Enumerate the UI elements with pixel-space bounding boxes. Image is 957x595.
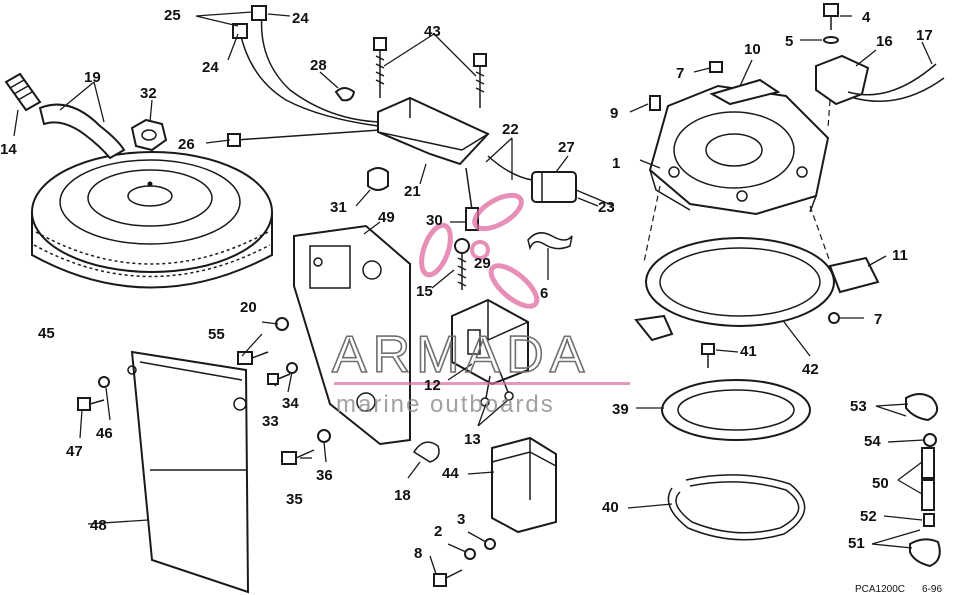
watermark-rule	[334, 382, 630, 385]
callout-label: 51	[848, 535, 865, 552]
callout-label: 43	[424, 23, 441, 40]
callout-label: 15	[416, 283, 433, 300]
callout-label: 30	[426, 212, 443, 229]
figure-date: 6-96	[922, 584, 942, 595]
callout-label: 55	[208, 326, 225, 343]
watermark: ARMADA marine outboards	[331, 192, 630, 418]
callout-label: 46	[96, 425, 113, 442]
callout-label: 32	[140, 85, 157, 102]
coil-mounting-plate	[293, 224, 411, 446]
callout-label: 34	[282, 395, 299, 412]
mounting-screws	[77, 351, 315, 465]
callout-label: 11	[892, 247, 908, 264]
leader-lines	[13, 11, 933, 575]
wire-clip	[334, 87, 356, 102]
spark-plug-connector	[4, 72, 42, 112]
callout-label: 4	[862, 9, 871, 26]
flywheel	[31, 151, 273, 289]
alignment-line	[643, 185, 661, 263]
callout-label: 16	[876, 33, 893, 50]
callout-label: 33	[262, 413, 279, 430]
callout-label: 48	[90, 517, 107, 534]
callout-label: 27	[558, 139, 575, 156]
retaining-ring	[667, 474, 806, 541]
watermark-tagline: marine outboards	[336, 391, 555, 418]
timer-sensor	[815, 54, 945, 106]
callout-label: 41	[740, 343, 757, 360]
rectifier-screw	[433, 538, 496, 587]
callout-label: 21	[404, 183, 421, 200]
callout-label: 19	[84, 69, 101, 86]
callout-label: 45	[38, 325, 55, 342]
callout-label: 2	[434, 523, 442, 540]
callout-label: 9	[610, 105, 618, 122]
callout-label: 5	[785, 33, 793, 50]
bearing-plate	[661, 379, 811, 441]
callout-label: 39	[612, 401, 629, 418]
callout-label: 24	[202, 59, 219, 76]
power-pack-screws	[373, 37, 487, 108]
callout-label: 25	[164, 7, 181, 24]
callout-label: 8	[414, 545, 422, 562]
callout-label: 40	[602, 499, 619, 516]
harness-connector	[487, 155, 577, 203]
callout-label: 13	[464, 431, 481, 448]
watermark-brand: ARMADA	[332, 326, 590, 384]
callout-label: 3	[457, 511, 465, 528]
callout-label: 10	[744, 41, 761, 58]
callout-label: 53	[850, 398, 867, 415]
grommet	[367, 167, 389, 191]
boot-hose	[38, 103, 126, 160]
fuel-fittings	[905, 393, 941, 568]
power-pack	[377, 96, 490, 166]
callout-label: 24	[292, 10, 309, 27]
callout-label: 14	[0, 141, 17, 158]
callout-label: 28	[310, 57, 327, 74]
timer-base-spacer	[709, 78, 781, 106]
callout-label: 54	[864, 433, 881, 450]
callout-label: 52	[860, 508, 877, 525]
callout-label: 47	[66, 443, 83, 460]
figure-code: PCA1200C	[855, 584, 905, 595]
wire-clamp	[412, 441, 440, 463]
callout-label: 50	[872, 475, 889, 492]
callout-label: 1	[612, 155, 620, 172]
callout-label: 12	[424, 377, 441, 394]
callout-label: 7	[676, 65, 684, 82]
callout-label: 17	[916, 27, 933, 44]
callout-label: 7	[874, 311, 882, 328]
callout-label: 6	[540, 285, 548, 302]
callout-label: 18	[394, 487, 411, 504]
coil-screw	[454, 238, 470, 290]
armature-plate	[648, 84, 830, 216]
plate-screws	[649, 3, 840, 324]
callout-label: 29	[474, 255, 491, 272]
callout-label: 31	[330, 199, 347, 216]
callout-label: 49	[378, 209, 395, 226]
callout-label: 26	[178, 136, 195, 153]
callout-label: 22	[502, 121, 519, 138]
retainer-ring	[634, 237, 880, 342]
callout-label: 35	[286, 491, 303, 508]
ring-screw	[701, 343, 715, 368]
callout-labels: 1 2 3 4 5 6 7 7 8 9 10 11 12 13 14 15 16…	[0, 7, 933, 562]
rectifier	[491, 436, 557, 534]
callout-label: 20	[240, 299, 257, 316]
wiring-harness	[227, 5, 381, 147]
ignition-coil	[451, 298, 529, 386]
cover-shield	[127, 350, 250, 594]
callout-label: 36	[316, 467, 333, 484]
watermark-emblem-icon	[419, 192, 540, 309]
callout-label: 44	[442, 465, 459, 482]
callout-label: 42	[802, 361, 819, 378]
flywheel-nut	[130, 118, 168, 152]
retaining-clip	[527, 232, 573, 251]
alignment-line-sensor	[827, 99, 831, 129]
callout-label: 23	[598, 199, 615, 216]
